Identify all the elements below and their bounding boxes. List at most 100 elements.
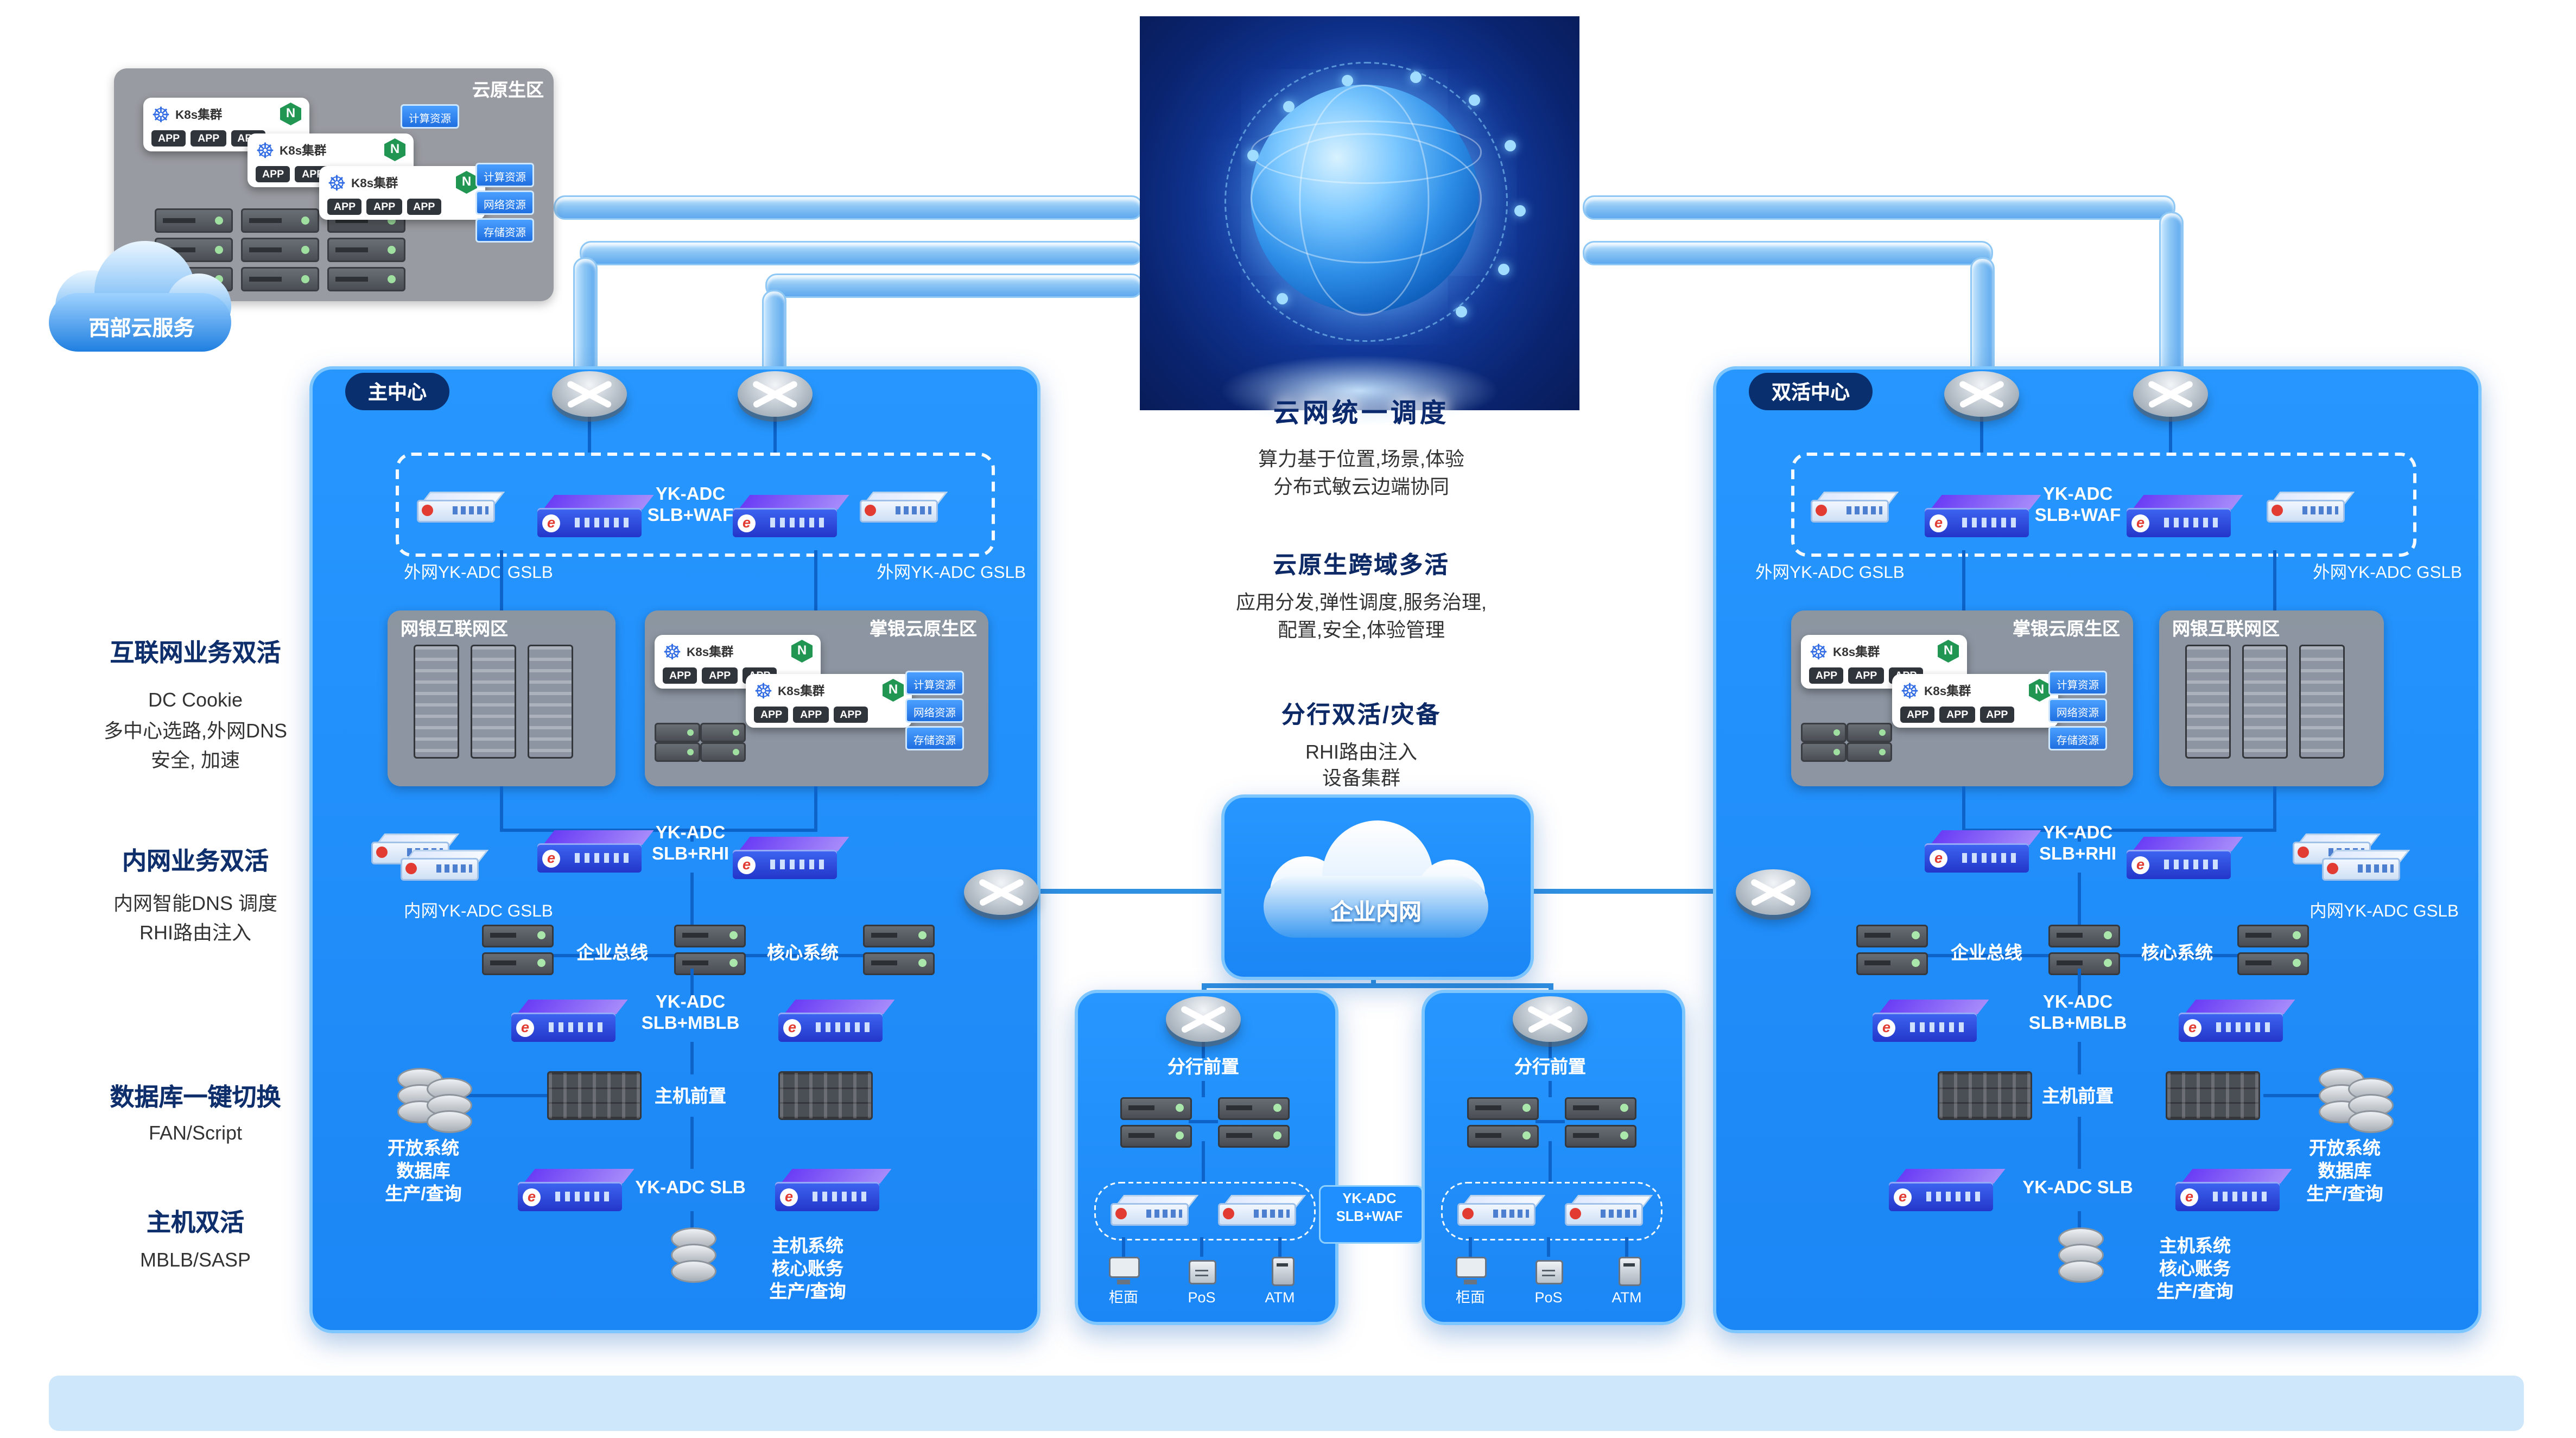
satellite-dot-icon bbox=[1469, 94, 1480, 106]
connector-line bbox=[814, 786, 817, 832]
app-chip: APP bbox=[256, 166, 291, 182]
connector-line bbox=[1200, 1237, 1203, 1257]
branch-front-label: 分行前置 bbox=[1514, 1058, 1586, 1078]
main-center-title: 主中心 bbox=[345, 373, 450, 410]
satellite-dot-icon bbox=[1514, 205, 1526, 217]
adc-appliance-small bbox=[417, 492, 505, 523]
nginx-icon: N bbox=[280, 103, 301, 125]
router-icon bbox=[1944, 371, 2019, 417]
app-chip: APP bbox=[1900, 707, 1936, 723]
adc-label: YK-ADC bbox=[2042, 993, 2113, 1013]
connector-line bbox=[1524, 889, 1752, 894]
connector-line bbox=[1625, 1237, 1628, 1257]
note-line: 应用分发,弹性调度,服务治理, bbox=[1235, 591, 1487, 614]
branch-adc-group bbox=[1094, 1182, 1316, 1240]
server-rack-icon bbox=[2185, 645, 2231, 759]
compute-resource-chip: 计算资源 bbox=[905, 671, 964, 695]
satellite-dot-icon bbox=[1456, 306, 1467, 317]
note-line: RHI路由注入 bbox=[1305, 741, 1418, 763]
resource-chips: 计算资源 网络资源 存储资源 bbox=[905, 671, 964, 750]
note-title: 分行双活/灾备 bbox=[1281, 703, 1442, 729]
host-chassis-icon bbox=[1938, 1071, 2032, 1120]
connector-line bbox=[2263, 1094, 2328, 1097]
server-stack bbox=[1856, 925, 1928, 980]
database-icon bbox=[2348, 1078, 2394, 1133]
orbit-ring bbox=[1224, 62, 1508, 342]
resource-chips: 计算资源 网络资源 存储资源 bbox=[475, 163, 534, 243]
counter-terminal-icon bbox=[1454, 1257, 1487, 1286]
adc-appliance-small bbox=[1565, 1195, 1653, 1226]
compute-resource-chip: 计算资源 bbox=[2048, 671, 2107, 695]
open-system-label: 开放系统 bbox=[388, 1140, 459, 1159]
globe-title: 云网统一调度 bbox=[1273, 400, 1450, 428]
note-line: 内网智能DNS 调度 bbox=[113, 892, 278, 915]
server-stack bbox=[1467, 1097, 1539, 1153]
compute-resource-chip: 计算资源 bbox=[401, 104, 459, 129]
adc-appliance bbox=[2127, 495, 2243, 537]
connector-line bbox=[1549, 1141, 1552, 1182]
connector-line bbox=[690, 969, 694, 1003]
adc-appliance bbox=[537, 495, 654, 537]
host-chassis-icon bbox=[2166, 1071, 2260, 1120]
adc-waf-group bbox=[1791, 453, 2416, 557]
connector-line bbox=[997, 889, 1224, 894]
host-system-label: 主机系统 bbox=[772, 1237, 843, 1257]
adc-appliance bbox=[537, 830, 654, 873]
adc-appliance bbox=[733, 495, 849, 537]
note-line: RHI路由注入 bbox=[139, 921, 252, 944]
mbank-zone-label: 掌银云原生区 bbox=[870, 620, 977, 640]
network-resource-chip: 网络资源 bbox=[475, 190, 534, 215]
kubernetes-icon: ☸ bbox=[663, 639, 682, 664]
note-line: MBLB/SASP bbox=[139, 1249, 251, 1271]
terminal-label: ATM bbox=[1611, 1289, 1642, 1306]
adc-label: YK-ADC bbox=[655, 993, 726, 1013]
globe-subtitle: 分布式敏云边端协同 bbox=[1273, 475, 1450, 498]
connector-line bbox=[773, 417, 777, 453]
host-system-label: 生产/查询 bbox=[769, 1283, 846, 1302]
app-chip: APP bbox=[407, 199, 442, 215]
k8s-cluster-label: K8s集群 bbox=[1832, 644, 1880, 659]
app-chip: APP bbox=[663, 667, 698, 684]
note-line: 设备集群 bbox=[1322, 767, 1401, 790]
terminal-label: PoS bbox=[1534, 1289, 1563, 1306]
adc-appliance-small bbox=[1218, 1195, 1306, 1226]
connector-line bbox=[1549, 1042, 1552, 1058]
server-rack-icon bbox=[528, 645, 573, 759]
app-chip: APP bbox=[191, 130, 226, 147]
connector-line bbox=[1962, 550, 1965, 610]
server-icon bbox=[241, 208, 319, 233]
ebank-zone-label: 网银互联网区 bbox=[401, 620, 508, 640]
app-chip: APP bbox=[151, 130, 187, 147]
connector-line bbox=[1202, 1081, 1205, 1097]
adc-label: YK-ADC SLB bbox=[635, 1179, 746, 1198]
app-chip: APP bbox=[702, 667, 738, 684]
compute-resource-chip: 计算资源 bbox=[475, 163, 534, 187]
kubernetes-icon: ☸ bbox=[256, 137, 275, 162]
adc-label: SLB+MBLB bbox=[641, 1014, 740, 1034]
connector-line bbox=[690, 1211, 694, 1234]
server-rack-icon bbox=[2242, 645, 2288, 759]
app-chip: APP bbox=[327, 199, 363, 215]
adc-appliance-small bbox=[1457, 1195, 1546, 1226]
server-stack bbox=[2048, 925, 2120, 980]
adc-appliance bbox=[511, 1000, 628, 1042]
adc-label: SLB+WAF bbox=[1336, 1208, 1403, 1224]
connector-line bbox=[814, 550, 817, 610]
server-icon bbox=[700, 742, 746, 762]
adc-label: SLB+RHI bbox=[651, 845, 729, 864]
network-resource-chip: 网络资源 bbox=[2048, 698, 2107, 723]
k8s-cluster-label: K8s集群 bbox=[1924, 683, 1971, 698]
kubernetes-icon: ☸ bbox=[754, 678, 773, 703]
resource-chips: 计算资源 bbox=[401, 104, 459, 129]
note-title: 数据库一键切换 bbox=[110, 1084, 281, 1112]
server-stack bbox=[1120, 1097, 1192, 1153]
adc-appliance bbox=[733, 837, 849, 879]
adc-label: SLB+WAF bbox=[2034, 506, 2121, 526]
server-stack bbox=[863, 925, 935, 980]
host-system-label: 生产/查询 bbox=[2156, 1283, 2234, 1302]
adc-label: YK-ADC bbox=[2042, 485, 2113, 505]
adc-label: YK-ADC bbox=[655, 485, 726, 505]
globe-subtitle: 算力基于位置,场景,体验 bbox=[1258, 448, 1465, 470]
